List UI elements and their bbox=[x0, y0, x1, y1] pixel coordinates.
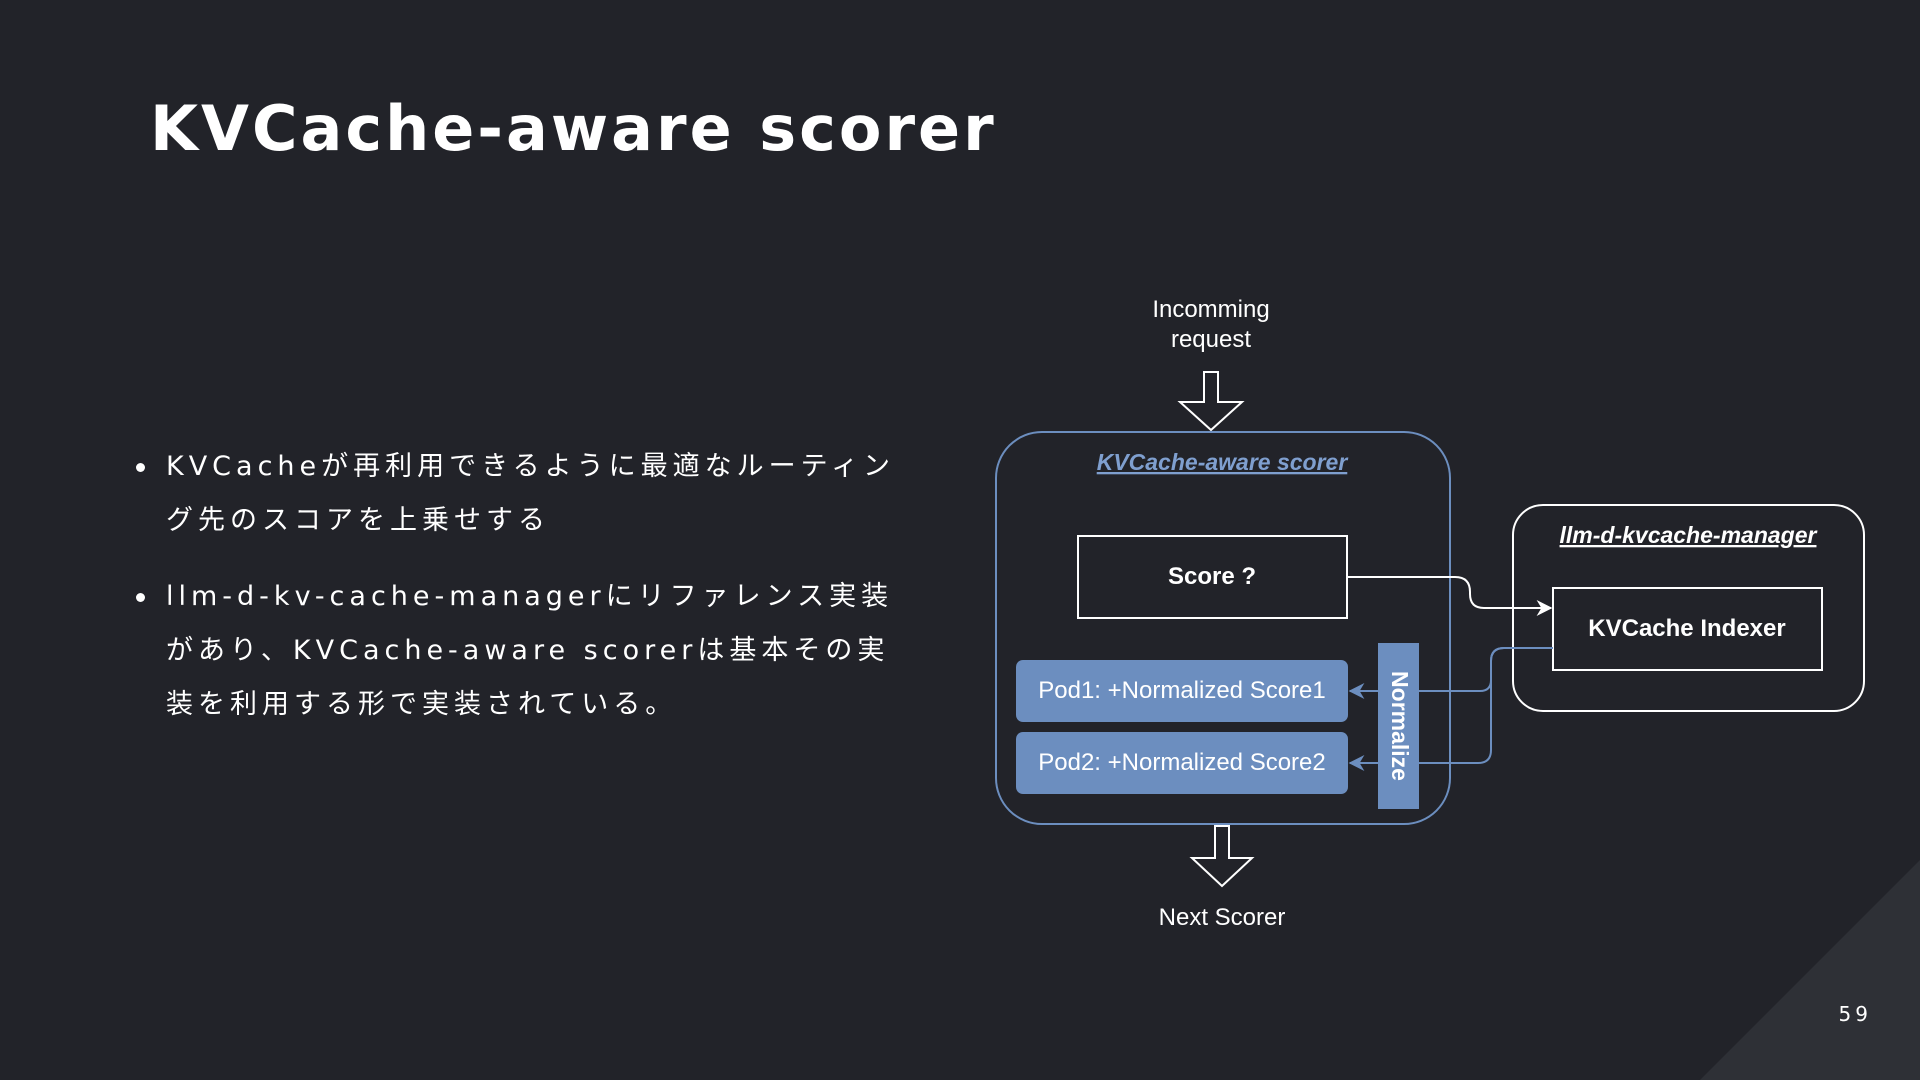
next-scorer-arrow bbox=[1189, 825, 1255, 888]
slide-title: KVCache-aware scorer bbox=[150, 92, 997, 165]
pod2-label: Pod2: +Normalized Score2 bbox=[1038, 749, 1325, 776]
normalize-label: Normalize bbox=[1387, 671, 1413, 781]
indexer-to-normalize-connector-1 bbox=[1419, 647, 1553, 692]
manager-container-label: llm-d-kvcache-manager bbox=[1560, 522, 1818, 548]
page-number: 59 bbox=[1838, 1002, 1872, 1026]
incoming-request-label-line2: request bbox=[1171, 326, 1251, 353]
bullet-list: KVCacheが再利用できるように最適なルーティング先のスコアを上乗せする ll… bbox=[132, 440, 912, 754]
scorer-container bbox=[995, 431, 1451, 825]
bullet-item: KVCacheが再利用できるように最適なルーティング先のスコアを上乗せする bbox=[132, 440, 912, 548]
incoming-arrow bbox=[1177, 371, 1245, 432]
pod1-label: Pod1: +Normalized Score1 bbox=[1038, 677, 1325, 704]
indexer-to-normalize-connector-2 bbox=[1419, 647, 1553, 764]
next-scorer-label: Next Scorer bbox=[1159, 904, 1286, 931]
pod1-box bbox=[1016, 660, 1348, 722]
normalize-bar bbox=[1378, 643, 1419, 809]
bullet-item: llm-d-kv-cache-managerにリファレンス実装があり、KVCac… bbox=[132, 570, 912, 732]
scorer-container-label: KVCache-aware scorer bbox=[1097, 449, 1349, 475]
corner-decoration bbox=[1700, 860, 1920, 1080]
score-box-label: Score ? bbox=[1168, 563, 1256, 590]
score-to-indexer-connector bbox=[1347, 576, 1553, 616]
incoming-request-label: Incomming bbox=[1152, 296, 1269, 323]
pod2-box bbox=[1016, 732, 1348, 794]
indexer-box bbox=[1552, 587, 1823, 671]
indexer-label: KVCache Indexer bbox=[1588, 615, 1785, 642]
